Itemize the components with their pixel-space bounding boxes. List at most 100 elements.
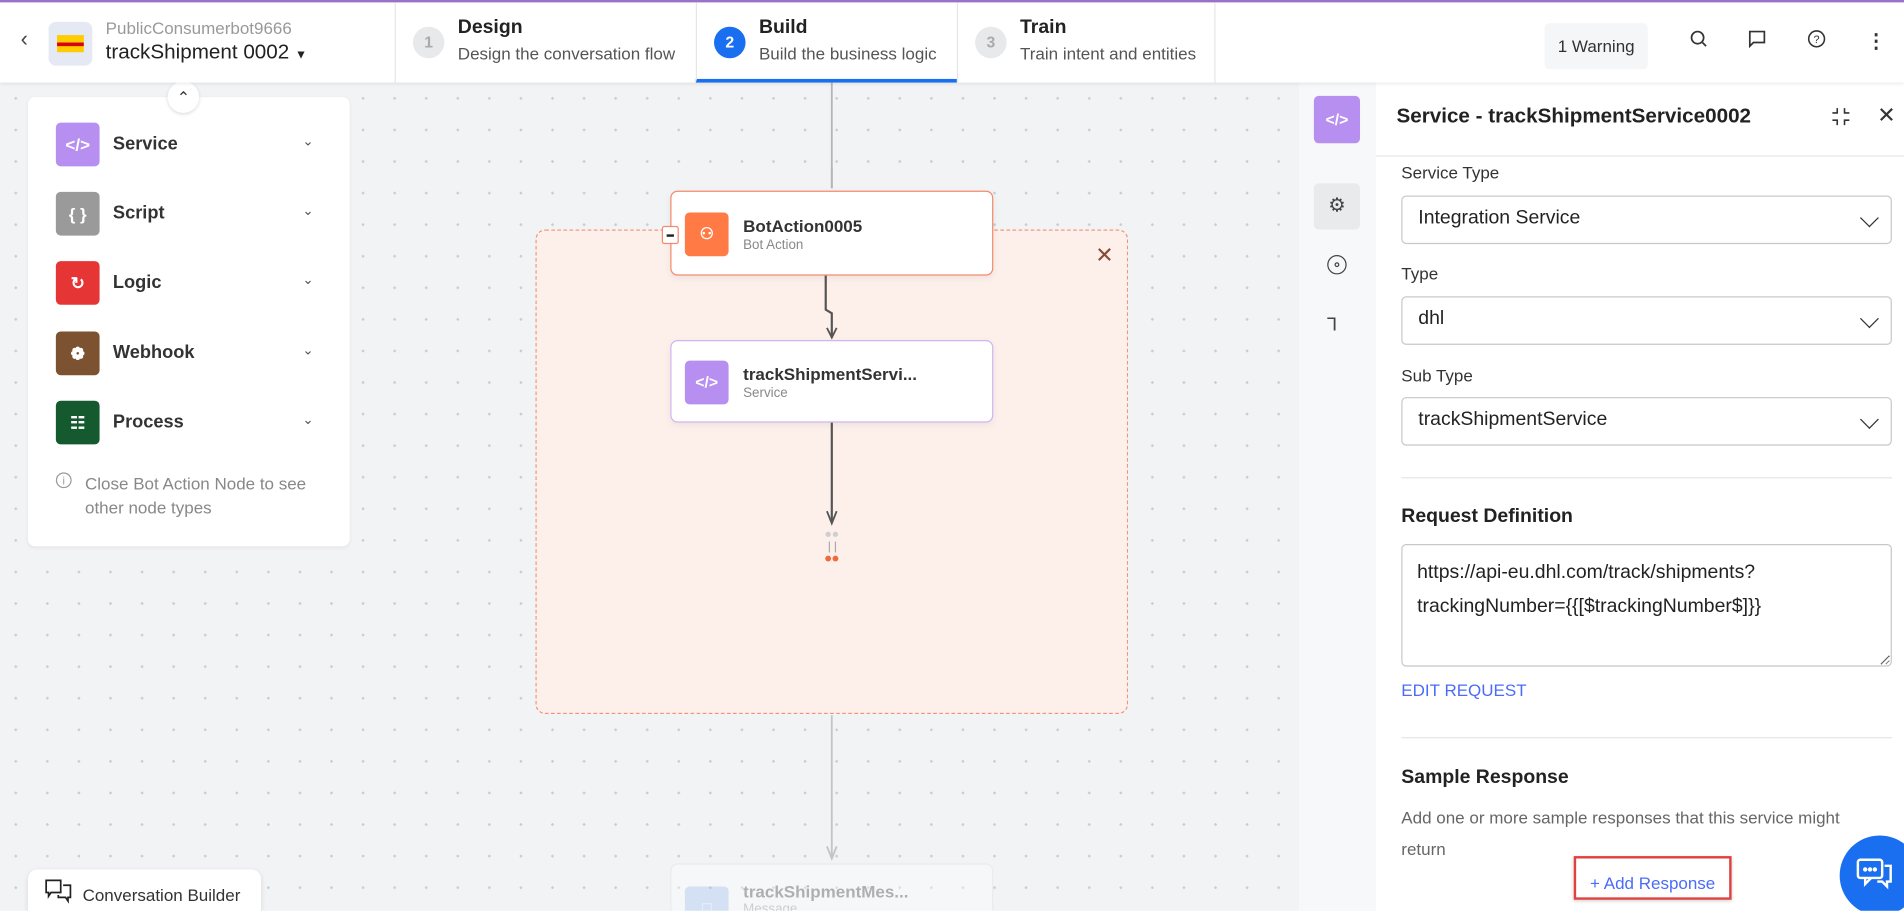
tab-design[interactable]: 1 Design Design the conversation flow <box>394 2 696 83</box>
node-type: Bot Action <box>743 238 804 253</box>
step-number: 1 <box>412 26 445 59</box>
header: ‹ PublicConsumerbot9666 trackShipment 00… <box>0 2 1904 83</box>
node-service[interactable]: </> trackShipmentServi... Service <box>670 340 994 423</box>
sample-response-heading: Sample Response <box>1401 767 1569 789</box>
step-subtitle: Build the business logic <box>758 43 937 64</box>
plug-icon[interactable]: ⅂ <box>1327 314 1338 336</box>
bot-logo <box>48 21 93 66</box>
svg-text:?: ? <box>1814 34 1820 46</box>
close-group-icon[interactable]: ✕ <box>1095 242 1114 268</box>
palette-item-webhook[interactable]: ❁ Webhook ⌄ <box>55 331 323 376</box>
chat-bubbles-icon <box>45 879 72 909</box>
code-icon: </> <box>684 360 729 405</box>
message-icon: □ <box>684 886 729 911</box>
node-name: trackShipmentServi... <box>743 364 918 384</box>
gear-icon[interactable]: ⚙ <box>1313 183 1361 230</box>
palette-item-script[interactable]: { } Script ⌄ <box>55 191 323 236</box>
step-title: Train <box>1020 17 1067 38</box>
panel-title: Service - trackShipmentService0002 <box>1396 104 1752 128</box>
sub-type-select[interactable]: trackShipmentService <box>1401 397 1892 446</box>
target-icon[interactable] <box>1327 255 1347 275</box>
webhook-icon: ❁ <box>55 331 100 376</box>
conversation-builder-label: Conversation Builder <box>82 885 241 905</box>
braces-icon: { } <box>55 191 100 236</box>
add-response-button[interactable]: + Add Response <box>1573 856 1732 900</box>
code-icon: </> <box>55 122 100 167</box>
chevron-down-icon: ⌄ <box>302 273 314 288</box>
process-icon: ☷ <box>55 400 100 445</box>
sub-type-label: Sub Type <box>1401 365 1473 385</box>
close-icon[interactable]: ✕ <box>1877 103 1896 128</box>
node-type: Message <box>743 902 798 911</box>
tab-train[interactable]: 3 Train Train intent and entities <box>956 2 1216 83</box>
collapse-minus-button[interactable] <box>661 225 679 245</box>
node-name: trackShipmentMes... <box>743 881 909 902</box>
bot-name: PublicConsumerbot9666 <box>105 18 292 38</box>
palette-item-label: Logic <box>112 272 162 293</box>
conversation-builder-button[interactable]: Conversation Builder <box>27 869 262 911</box>
more-vertical-icon[interactable]: ⋮ <box>1866 31 1886 53</box>
back-icon[interactable]: ‹ <box>20 26 28 52</box>
caret-down-icon: ▼ <box>294 48 308 62</box>
chevron-down-icon <box>1859 208 1879 228</box>
divider <box>1401 737 1892 739</box>
chevron-down-icon: ⌄ <box>302 412 314 428</box>
service-type-label: Service Type <box>1401 162 1500 183</box>
chevron-down-icon: ⌄ <box>302 343 314 359</box>
warning-button[interactable]: 1 Warning <box>1544 23 1648 70</box>
palette-item-label: Service <box>112 133 178 155</box>
top-accent-line <box>0 0 1904 3</box>
edit-request-link[interactable]: EDIT REQUEST <box>1401 680 1527 700</box>
type-select[interactable]: dhl <box>1401 296 1892 345</box>
node-name: BotAction0005 <box>743 216 863 236</box>
step-title: Build <box>758 17 808 38</box>
loop-icon: ↻ <box>55 261 100 305</box>
flow-name: trackShipment 0002 <box>105 40 290 64</box>
palette-item-service[interactable]: </> Service ⌄ <box>55 122 323 167</box>
chevron-down-icon <box>1859 410 1879 429</box>
request-definition-heading: Request Definition <box>1401 506 1573 528</box>
node-bot-action[interactable]: ⚇ BotAction0005 Bot Action <box>670 190 994 276</box>
chat-fab-button[interactable] <box>1839 835 1904 911</box>
select-value: trackShipmentService <box>1418 409 1608 430</box>
collapse-palette-button[interactable]: ⌃ <box>167 81 200 113</box>
chevron-down-icon: ⌄ <box>302 134 314 150</box>
chevron-down-icon: ⌄ <box>302 204 314 219</box>
divider <box>1401 477 1892 479</box>
palette-item-label: Webhook <box>112 342 195 364</box>
palette-item-label: Script <box>112 202 165 224</box>
palette-item-label: Process <box>112 411 184 433</box>
chevron-down-icon <box>1859 309 1879 329</box>
robot-icon: ⚇ <box>684 212 729 257</box>
info-icon: i <box>55 472 72 489</box>
panel-header: Service - trackShipmentService0002 ✕ <box>1375 83 1904 157</box>
flow-selector[interactable]: trackShipment 0002 ▼ <box>106 40 307 64</box>
service-properties-panel: </> ⚙ ⅂ Service - trackShipmentService00… <box>1299 82 1904 911</box>
select-value: Integration Service <box>1418 207 1581 229</box>
palette-item-process[interactable]: ☷ Process ⌄ <box>55 400 323 445</box>
help-icon[interactable]: ? <box>1803 29 1830 56</box>
code-icon: </> <box>1313 95 1361 144</box>
step-subtitle: Train intent and entities <box>1020 43 1197 64</box>
request-url-textarea[interactable] <box>1401 544 1892 667</box>
bot-action-group: ✕ <box>535 229 1129 715</box>
step-subtitle: Design the conversation flow <box>457 43 676 64</box>
search-icon[interactable] <box>1685 29 1712 56</box>
tab-build[interactable]: 2 Build Build the business logic <box>695 2 957 83</box>
collapse-icon[interactable] <box>1831 107 1850 131</box>
service-type-select[interactable]: Integration Service <box>1401 195 1892 245</box>
step-title: Design <box>457 17 523 38</box>
node-message[interactable]: □ trackShipmentMes... Message <box>670 863 994 911</box>
node-palette: ⌃ </> Service ⌄ { } Script ⌄ ↻ Logic ⌄ ❁… <box>27 81 350 547</box>
step-number: 2 <box>714 26 746 59</box>
sample-response-description: Add one or more sample responses that th… <box>1401 807 1840 859</box>
comment-icon[interactable] <box>1744 29 1771 56</box>
palette-info-text: Close Bot Action Node to see other node … <box>85 473 307 518</box>
node-type: Service <box>743 386 788 401</box>
step-number: 3 <box>975 26 1007 59</box>
chat-icon <box>1855 857 1894 897</box>
panel-rail: </> ⚙ ⅂ <box>1299 82 1376 911</box>
select-value: dhl <box>1418 308 1445 330</box>
palette-item-logic[interactable]: ↻ Logic ⌄ <box>55 261 323 305</box>
type-label: Type <box>1401 263 1439 283</box>
